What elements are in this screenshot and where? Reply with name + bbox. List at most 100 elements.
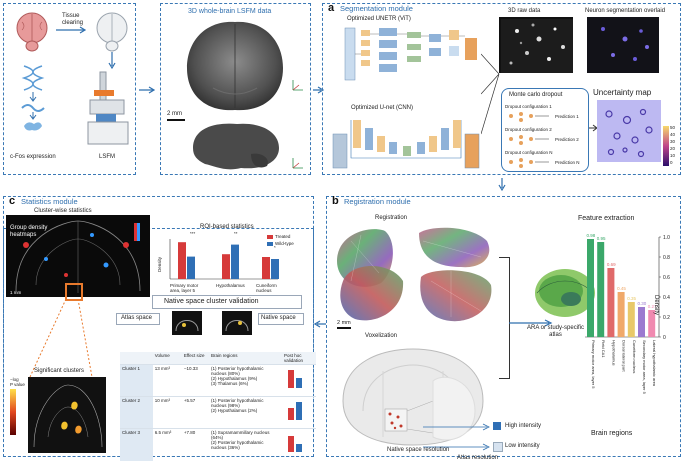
panel-letter-c: c bbox=[9, 195, 16, 207]
sig-marker: ** bbox=[234, 231, 238, 236]
cluster-volume: 13 mm³ bbox=[154, 366, 170, 371]
data-label: 0.95 bbox=[597, 236, 606, 241]
y-tick-label: 0.2 bbox=[663, 315, 670, 321]
roi-ylabel: Density bbox=[157, 256, 163, 273]
y-tick-label: 0.6 bbox=[663, 275, 670, 281]
cluster-regions: (1) Posterior hypothalamic nucleus (80%)… bbox=[210, 366, 264, 386]
category-label: Field CA1 bbox=[601, 340, 606, 358]
atlas-connector bbox=[499, 257, 510, 379]
atlas-brain-image bbox=[535, 269, 595, 317]
lsfm-scale-label: 2 mm bbox=[167, 111, 182, 117]
low-intensity-swatch bbox=[493, 442, 503, 452]
cluster-name: Cluster 3 bbox=[120, 428, 153, 461]
cluster-regions: (1) Supramammillary nucleus (64%) (2) Po… bbox=[210, 430, 270, 450]
roi-category-label: Cuneiform nucleus bbox=[256, 283, 277, 293]
ara-label: ARA or study-specific atlas bbox=[527, 325, 585, 338]
high-intensity-swatch bbox=[493, 422, 501, 430]
cleared-brain-illustration bbox=[96, 12, 128, 52]
y-tick-label: 1.0 bbox=[663, 235, 670, 241]
table-row: Cluster 3 6.5 mm³ +7.80 (1) Supramammill… bbox=[120, 428, 316, 461]
cluster-effect: +7.80 bbox=[183, 430, 196, 435]
lsfm-data-panel: 3D whole-brain LSFM data 2 mm bbox=[160, 3, 311, 175]
dropout-networks bbox=[509, 112, 549, 168]
unet-label: Optimized U-net (CNN) bbox=[351, 105, 414, 111]
roi-bar bbox=[231, 244, 239, 279]
brain-regions-label: Brain regions bbox=[591, 430, 633, 437]
roi-category-label: Primary motor area, layer 5 bbox=[170, 283, 199, 293]
density-heatmap-image bbox=[6, 215, 150, 297]
feature-bar bbox=[607, 268, 615, 337]
native-space-box bbox=[258, 313, 304, 325]
arrow-down-icon bbox=[108, 52, 116, 70]
data-label: 0.35 bbox=[627, 296, 636, 301]
category-label: Hypothalamus bbox=[611, 340, 616, 366]
monte-carlo-label: Monte carlo dropout bbox=[509, 92, 563, 98]
arrow-right-icon bbox=[56, 26, 87, 34]
cluster-volume: 10 mm³ bbox=[154, 398, 170, 403]
uncertainty-colorbar bbox=[663, 126, 669, 166]
whole-brain-side-image bbox=[193, 123, 279, 170]
sample-prep-panel: Tissue clearing c-Fos expression LSFM bbox=[3, 3, 136, 175]
legend-wildtype: Wild-type bbox=[275, 241, 294, 246]
table-header: Brain regions bbox=[210, 353, 238, 358]
feature-bar bbox=[638, 307, 645, 337]
registration-label: Registration bbox=[375, 215, 408, 221]
category-label: Secondary motor area, layer 5 bbox=[642, 340, 647, 395]
lsfm-microscope-illustration bbox=[87, 71, 129, 145]
high-intensity-label: High intensity bbox=[505, 423, 542, 429]
cluster-stats-label: Cluster-wise statistics bbox=[34, 208, 92, 214]
posthoc-chart bbox=[282, 397, 316, 429]
y-tick-label: 0.8 bbox=[663, 255, 670, 261]
table-header: Effect size bbox=[183, 353, 205, 358]
density-axis-label: Density bbox=[653, 295, 659, 316]
roi-bar-chart bbox=[169, 239, 279, 280]
segmentation-overlay-image bbox=[587, 17, 659, 73]
category-label: Lateral hypothalamic area bbox=[652, 340, 657, 387]
registered-brain-images bbox=[337, 227, 492, 322]
cluster-highlight-box bbox=[65, 283, 83, 301]
native-space-label: Native space bbox=[261, 315, 296, 321]
zoom-guide-lines bbox=[29, 299, 93, 378]
dropout-config-2: Dropout configuration 2 bbox=[505, 127, 552, 132]
statistics-panel-frame: c Statistics module Cluster-wise statist… bbox=[3, 195, 316, 461]
intensity-arrows bbox=[423, 423, 490, 451]
colorbar-tick: 10 bbox=[670, 153, 676, 158]
dna-illustration bbox=[21, 65, 45, 131]
roi-bar bbox=[178, 242, 186, 279]
low-intensity-label: Low intensity bbox=[505, 443, 540, 449]
registration-title: Registration module bbox=[344, 197, 411, 206]
density-heatmaps-label: Group density heatmaps bbox=[10, 225, 48, 238]
unet-architecture-diagram bbox=[332, 120, 480, 169]
feature-bar bbox=[627, 302, 635, 337]
panel-letter-b: b bbox=[332, 195, 339, 207]
uncertainty-label: Uncertainty map bbox=[593, 88, 652, 97]
colorbar-tick: 50 bbox=[670, 125, 676, 130]
overlay-label: Neuron segmentation overlaid bbox=[585, 8, 666, 14]
feature-bar bbox=[587, 239, 594, 337]
cluster-effect: +5.57 bbox=[183, 398, 196, 403]
raw-data-image bbox=[499, 17, 573, 73]
roi-bar bbox=[271, 259, 279, 279]
whole-brain-top-image bbox=[187, 21, 283, 111]
roi-bar bbox=[187, 256, 195, 279]
table-row: Cluster 1 13 mm³ −10.33 (1) Posterior hy… bbox=[120, 364, 316, 397]
category-label: Cuneiform nucleus bbox=[632, 340, 637, 373]
log-p-colorbar bbox=[10, 389, 16, 435]
panel-letter-a: a bbox=[328, 2, 335, 14]
dropout-config-n: Dropout configuration N bbox=[505, 150, 553, 155]
statistics-title: Statistics module bbox=[21, 197, 78, 206]
feature-extraction-label: Feature extraction bbox=[578, 215, 635, 222]
colorbar-tick: 40 bbox=[670, 132, 676, 137]
atlas-space-label: Atlas space bbox=[121, 315, 153, 321]
scale-bar bbox=[167, 119, 185, 121]
voxelization-label: Voxelization bbox=[365, 333, 398, 339]
brain-illustration bbox=[16, 12, 48, 52]
native-validation-box bbox=[152, 295, 302, 309]
cfos-label: c-Fos expression bbox=[10, 154, 56, 160]
table-header bbox=[120, 352, 153, 365]
voxelization-diagram bbox=[342, 348, 484, 446]
data-label: 0.30 bbox=[638, 301, 647, 306]
lsfm-panel-title: 3D whole-brain LSFM data bbox=[188, 8, 272, 15]
legend-treated: Treated bbox=[275, 234, 291, 239]
